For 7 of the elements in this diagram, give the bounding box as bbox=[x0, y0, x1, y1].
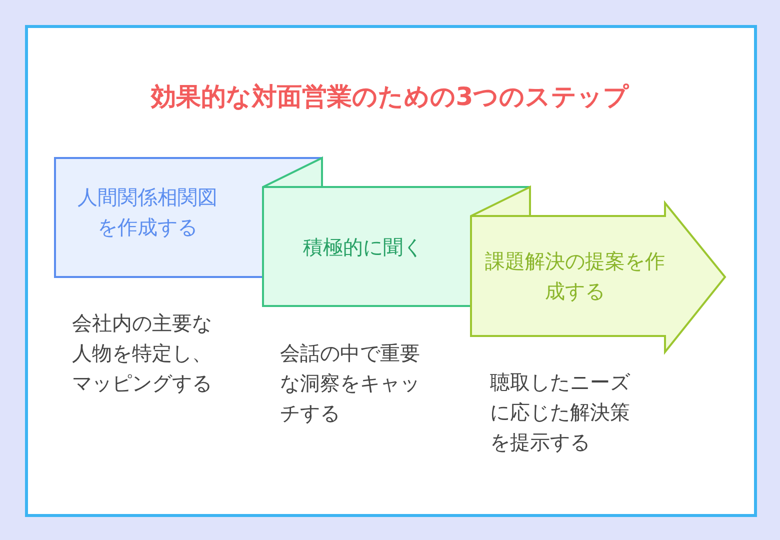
title: 効果的な対面営業のための3つのステップ bbox=[150, 81, 630, 113]
step-description: 会話の中で重要な洞察をキャッチする bbox=[280, 340, 421, 427]
step-label: 人間関係相関図を作成する bbox=[76, 184, 218, 241]
step-description: 会社内の主要な人物を特定し、マッピングする bbox=[72, 310, 213, 397]
step-label: 積極的に聞く bbox=[302, 234, 424, 261]
step-label: 課題解決の提案を作成する bbox=[485, 248, 665, 305]
step-description: 聴取したニーズに応じた解決策を提示する bbox=[490, 369, 632, 456]
